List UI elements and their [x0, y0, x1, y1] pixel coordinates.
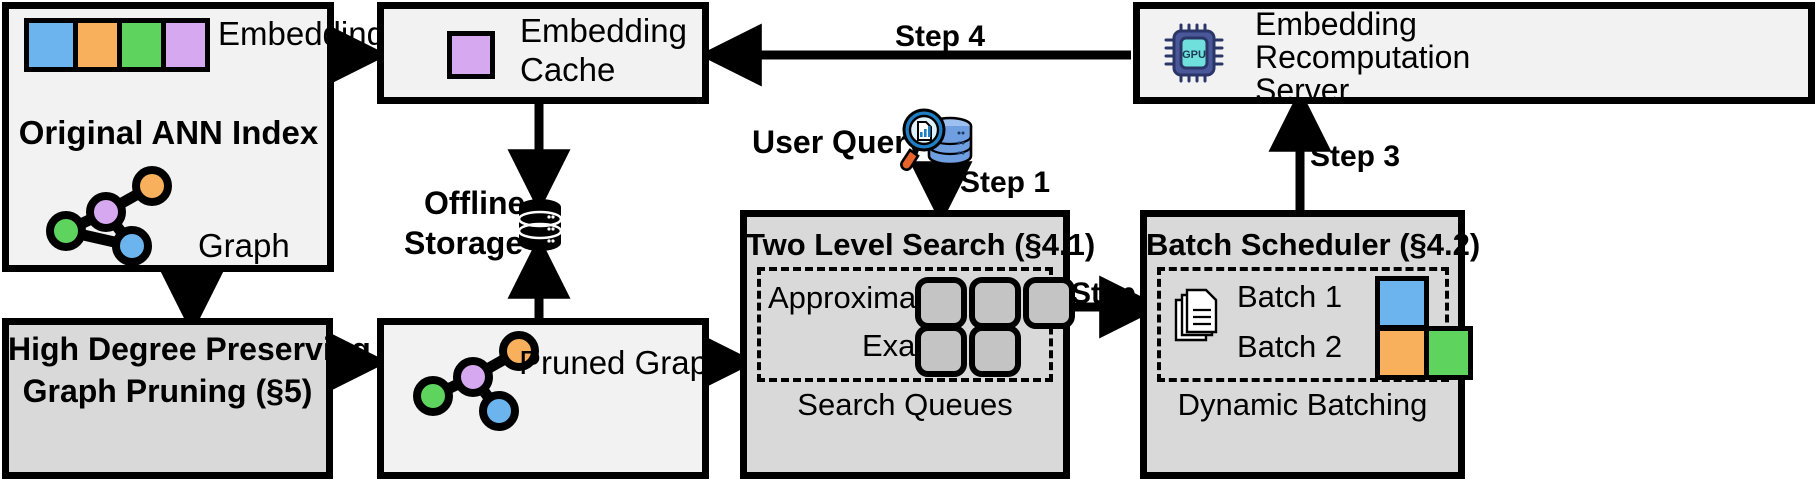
batch-2-chip-green: [1424, 331, 1468, 375]
blue-node: [479, 391, 519, 431]
original-graph-icon: [46, 166, 172, 266]
approximate-label: Approximate: [768, 280, 943, 315]
pruned-graph-icon: [413, 331, 539, 431]
two-level-search-title: Two Level Search (§4.1): [746, 227, 1096, 262]
embedding-cache-box[interactable]: [377, 2, 709, 104]
dynamic-batching-footer: Dynamic Batching: [1177, 387, 1428, 422]
orange-node: [132, 166, 172, 206]
recomputation-server-box[interactable]: [1133, 2, 1815, 104]
batch-2-chips: [1375, 326, 1473, 380]
batch-2-chip-orange: [1380, 331, 1424, 375]
recomputation-server-line2: Recomputation: [1255, 39, 1471, 75]
embedding-cell-green: [117, 23, 161, 67]
query-database-search-icon: [900, 108, 973, 171]
purple-node: [86, 192, 126, 232]
step4-label: Step 4: [895, 20, 986, 53]
purple-node: [453, 357, 493, 397]
original-ann-index-title: Original ANN Index: [18, 114, 319, 151]
graph-label: Graph: [198, 227, 290, 264]
approximate-slot-3: [1023, 277, 1075, 329]
gpu-icon: GPU: [1164, 23, 1224, 83]
blue-node: [112, 226, 152, 266]
batch-2-label: Batch 2: [1237, 329, 1343, 364]
approximate-slot-2: [969, 277, 1021, 329]
orange-node: [499, 331, 539, 371]
embedding-label: Embedding: [218, 15, 385, 52]
offline-storage-line2: Storage: [404, 225, 524, 261]
dynamic-batching-region: [1157, 267, 1449, 382]
database-icon: [517, 199, 563, 251]
exact-slots: [915, 325, 1021, 377]
embedding-cell-orange: [73, 23, 117, 67]
embedding-swatch: [24, 18, 210, 72]
graph-pruning-line1: High Degree Preserving: [8, 331, 371, 367]
batch-scheduler-title: Batch Scheduler (§4.2): [1146, 227, 1481, 262]
search-queues-footer: Search Queues: [797, 387, 1013, 422]
embedding-cell-purple: [161, 23, 205, 67]
green-node: [413, 376, 453, 416]
step3-label: Step 3: [1310, 140, 1401, 173]
graph-pruning-box[interactable]: [2, 318, 333, 479]
step1-label: Step 1: [960, 166, 1051, 199]
graph-pruning-line2: Graph Pruning (§5): [22, 373, 313, 409]
batch-1-chips: [1375, 276, 1429, 330]
embedding-cell-blue: [29, 23, 73, 67]
approximate-slot-1: [915, 277, 967, 329]
recomputation-server-line3: Server: [1255, 72, 1350, 108]
exact-slot-1: [915, 325, 967, 377]
embedding-cache-line1: Embedding: [520, 12, 687, 49]
exact-slot-2: [969, 325, 1021, 377]
pruned-graph-label: Pruned Graph: [519, 344, 727, 381]
green-node: [46, 211, 86, 251]
gpu-icon-text: GPU: [1182, 49, 1206, 61]
documents-icon: [1174, 288, 1218, 342]
embedding-cache-line2: Cache: [520, 51, 616, 88]
recomputation-server-line1: Embedding: [1255, 6, 1417, 42]
batch-1-label: Batch 1: [1237, 279, 1343, 314]
embedding-cache-swatch: [447, 31, 495, 79]
batch-1-chip-blue: [1380, 281, 1424, 325]
offline-storage-line1: Offline: [424, 185, 526, 221]
approximate-slots: [915, 277, 1075, 329]
